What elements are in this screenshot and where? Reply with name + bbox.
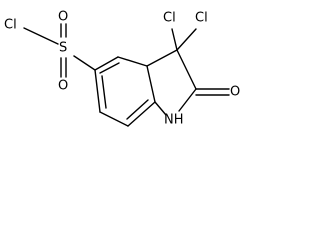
- atom-label-o-carbonyl: O: [230, 85, 240, 100]
- bond-ring-double-1: [99, 62, 120, 74]
- bond-ring-c3-c4: [146, 65, 156, 103]
- atom-label-cl-top-left: Cl: [163, 11, 176, 26]
- atom-label-o-lower: O: [58, 79, 68, 94]
- atom-label-cl-sulfonyl: Cl: [4, 18, 17, 33]
- atom-label-s: S: [59, 41, 67, 56]
- bond-co-n: [178, 88, 197, 112]
- atom-label-nh: NH: [164, 113, 184, 128]
- bond-ring-c6-c1: [94, 69, 101, 113]
- bond-ring-double-3: [101, 75, 107, 109]
- bond-n-c4: [154, 101, 167, 116]
- bond-ring-c4-c5: [127, 101, 156, 127]
- bond-c3-ccl2: [146, 49, 178, 67]
- atom-label-cl-top-right: Cl: [195, 11, 208, 26]
- bond-c1-s: [73, 55, 96, 71]
- atom-label-o-upper: O: [58, 10, 68, 25]
- structure-canvas: Cl S O O Cl Cl O NH: [0, 0, 263, 136]
- bond-ccl2-co: [176, 49, 197, 90]
- bond-ccl-left: [171, 28, 178, 51]
- bond-ring-c1-c2: [94, 56, 119, 71]
- molecule-drawing: Cl S O O Cl Cl O NH: [4, 10, 240, 128]
- bond-ring-c2-c3: [117, 56, 148, 67]
- bond-ccl-right: [176, 28, 197, 51]
- bond-ring-c5-c6: [99, 111, 129, 127]
- bond-s-cl: [23, 27, 59, 45]
- bond-ring-double-2: [126, 99, 149, 120]
